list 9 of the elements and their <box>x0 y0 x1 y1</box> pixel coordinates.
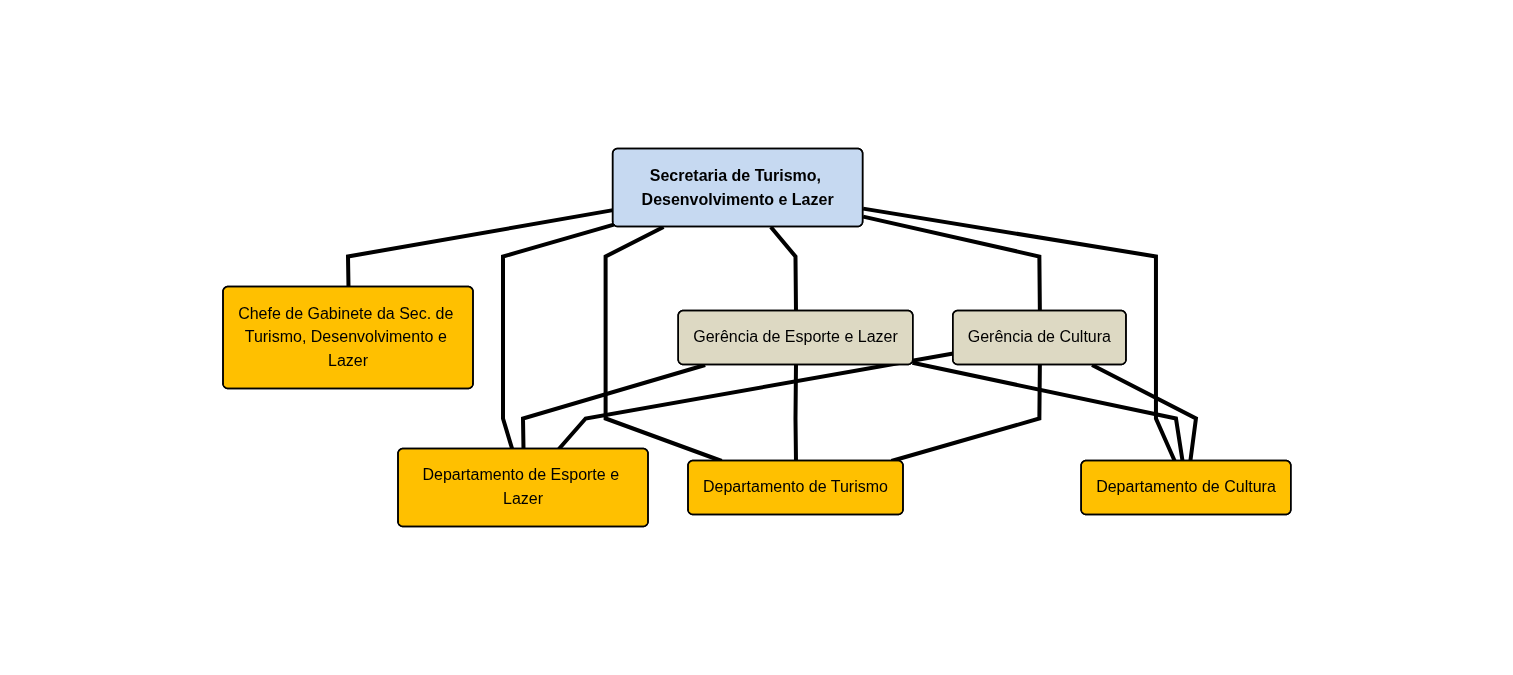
connector <box>520 363 706 450</box>
connector <box>862 214 1042 312</box>
connector <box>500 222 614 450</box>
connector <box>890 364 1042 463</box>
connector <box>911 360 1185 462</box>
connector <box>862 206 1177 462</box>
connector <box>793 364 798 462</box>
connector <box>1090 363 1198 462</box>
connector <box>768 225 798 311</box>
